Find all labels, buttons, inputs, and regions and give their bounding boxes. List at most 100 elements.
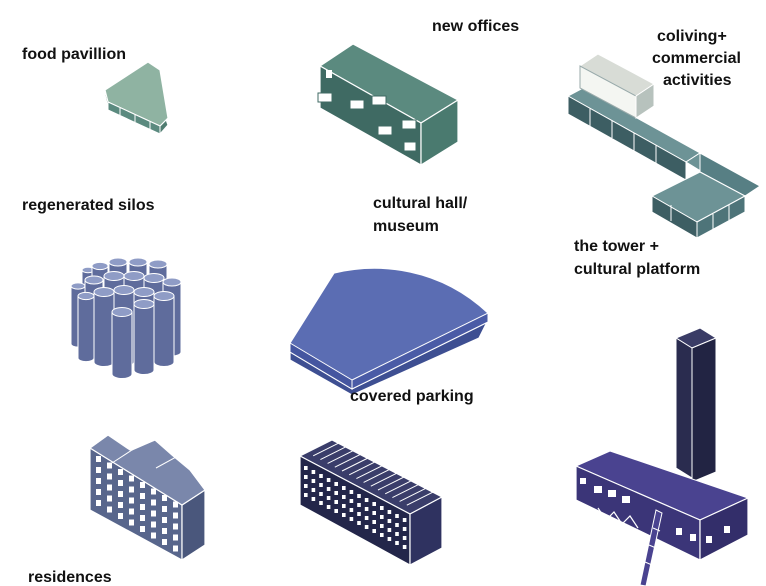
window — [173, 523, 178, 530]
window — [129, 486, 134, 493]
window — [162, 517, 167, 523]
silo-cylinder — [93, 287, 115, 367]
window — [311, 497, 316, 501]
window — [129, 497, 134, 504]
roof-rib — [377, 474, 409, 491]
window — [372, 520, 376, 524]
roof-rib — [305, 436, 337, 453]
window — [334, 491, 338, 495]
window — [387, 510, 392, 514]
window — [402, 527, 407, 531]
window — [364, 498, 369, 502]
window — [96, 489, 101, 495]
food-pavilion-model — [104, 61, 169, 135]
label-residences: residences — [28, 569, 112, 586]
roof-rib — [320, 444, 351, 461]
window — [304, 493, 308, 497]
window — [173, 534, 178, 541]
window — [96, 500, 101, 506]
label-cultural-hall-line2: museum — [373, 218, 439, 235]
window — [349, 508, 354, 512]
window — [129, 475, 134, 482]
window — [304, 475, 308, 479]
window — [326, 496, 331, 500]
window — [357, 521, 361, 525]
roof-rib — [363, 466, 394, 483]
label-new-offices: new offices — [432, 18, 519, 35]
window — [364, 507, 369, 511]
window — [342, 513, 346, 517]
tower-model — [574, 327, 750, 586]
window — [96, 456, 101, 462]
window — [395, 541, 399, 545]
roof-rib — [341, 455, 373, 472]
window — [107, 462, 112, 469]
roof-rib — [327, 447, 358, 464]
housing-bar-model — [298, 436, 444, 567]
window — [140, 515, 145, 521]
label-coliving-line2: commercial — [652, 50, 741, 67]
roof-rib — [348, 459, 380, 476]
window — [342, 495, 346, 499]
window — [140, 504, 145, 510]
window — [107, 495, 112, 502]
window — [372, 511, 376, 515]
window — [118, 491, 123, 497]
window — [162, 495, 167, 501]
label-food-pavilion: food pavillion — [22, 46, 126, 63]
window — [364, 525, 369, 529]
roof-rib — [392, 482, 423, 499]
window — [402, 536, 407, 540]
window — [162, 528, 167, 534]
label-cultural-hall-line1: cultural hall/ — [373, 195, 468, 212]
window — [395, 514, 399, 518]
window — [326, 487, 331, 491]
window — [151, 488, 156, 495]
window — [173, 545, 178, 552]
window — [380, 533, 384, 537]
window — [387, 537, 392, 541]
window — [151, 510, 156, 517]
window — [342, 486, 346, 490]
label-tower-line2: cultural platform — [574, 261, 700, 278]
window — [395, 523, 399, 527]
window — [96, 467, 101, 473]
window — [364, 516, 369, 520]
window — [334, 482, 338, 486]
window — [162, 539, 167, 545]
window — [319, 483, 323, 487]
label-coliving-line1: coliving+ — [657, 28, 727, 45]
window — [140, 526, 145, 532]
window — [311, 470, 316, 474]
roof-rib — [356, 463, 387, 480]
window — [311, 488, 316, 492]
residences-model — [88, 434, 206, 562]
window — [107, 473, 112, 480]
window — [319, 501, 323, 505]
window — [304, 466, 308, 470]
label-tower-line1: the tower + — [574, 238, 659, 255]
window — [395, 532, 399, 536]
window — [129, 519, 134, 526]
window — [326, 478, 331, 482]
roof-rib — [399, 485, 430, 502]
window — [372, 502, 376, 506]
window — [140, 482, 145, 488]
window — [118, 513, 123, 519]
window — [357, 503, 361, 507]
window — [387, 528, 392, 532]
window — [334, 509, 338, 513]
window — [151, 499, 156, 506]
window — [107, 506, 112, 513]
window — [349, 490, 354, 494]
window — [118, 469, 123, 475]
window — [380, 515, 384, 519]
window — [402, 545, 407, 549]
window — [319, 492, 323, 496]
silo-cylinder — [77, 291, 95, 363]
window — [151, 521, 156, 528]
window — [118, 480, 123, 486]
silo-cylinder — [133, 299, 155, 375]
roof-rib — [370, 470, 402, 487]
window — [118, 502, 123, 508]
